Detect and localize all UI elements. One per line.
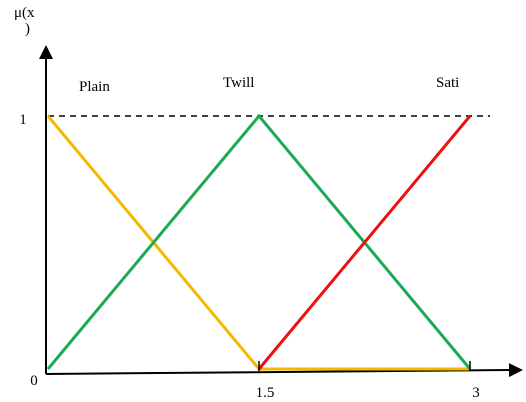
x-tick-label-3: 3	[472, 385, 480, 401]
y-axis-label-line1: μ(x	[14, 5, 35, 21]
series-label-sati: Sati	[436, 75, 459, 91]
series-line-plain	[46, 115, 470, 371]
x-tick-label-1-5: 1.5	[256, 385, 275, 401]
series-label-plain: Plain	[79, 79, 110, 95]
series-line-twill	[46, 113, 472, 370]
y-tick-label-1: 1	[19, 112, 27, 128]
series-label-twill: Twill	[223, 75, 254, 91]
y-axis-label-line2: )	[25, 21, 30, 37]
x-tick-label-0: 0	[30, 373, 38, 389]
x-axis	[45, 363, 523, 378]
series-line-sati	[257, 115, 472, 370]
